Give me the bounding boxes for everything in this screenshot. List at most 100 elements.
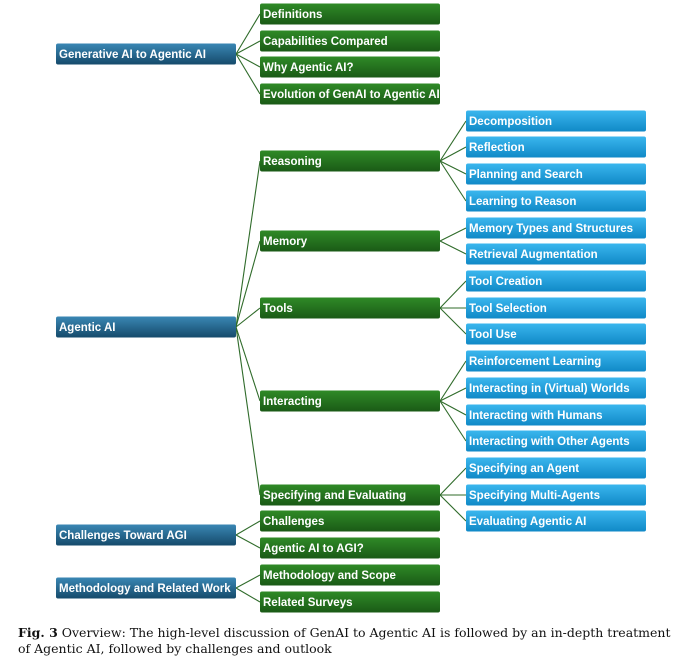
connector-line [439, 494, 467, 522]
level2-label: Tool Selection [469, 303, 547, 315]
connector-line [439, 160, 467, 202]
level1-label: Evolution of GenAI to Agentic AI [263, 89, 440, 101]
connector-line [439, 467, 467, 496]
connector-line [235, 574, 261, 589]
connector-line [235, 520, 261, 536]
level2-box [466, 377, 646, 399]
level2-label: Interacting in (Virtual) Worlds [469, 383, 630, 395]
level2-label: Specifying Multi-Agents [469, 490, 600, 502]
root-node-methodology-and-related-work: Methodology and Related Work [56, 577, 236, 599]
level1-node-interacting: Interacting [260, 390, 440, 412]
level1-node-why-agentic-ai: Why Agentic AI? [260, 56, 440, 78]
level2-label: Evaluating Agentic AI [469, 516, 586, 528]
level2-node-specifying-an-agent: Specifying an Agent [466, 457, 646, 479]
figure-caption: Fig. 3 Overview: The high-level discussi… [18, 625, 683, 657]
level1-box [260, 537, 440, 559]
connector-line [439, 400, 467, 442]
level2-node-interacting-with-humans: Interacting with Humans [466, 404, 646, 426]
root-label: Challenges Toward AGI [59, 530, 187, 542]
root-node-agentic-ai: Agentic AI [56, 316, 236, 338]
level2-box [466, 243, 646, 265]
level2-label: Tool Use [469, 329, 517, 341]
level1-label: Capabilities Compared [263, 36, 388, 48]
connector-line [439, 307, 467, 335]
level2-node-planning-and-search: Planning and Search [466, 163, 646, 185]
level2-box [466, 110, 646, 132]
level1-label: Interacting [263, 396, 322, 408]
level1-box [260, 30, 440, 52]
level2-box [466, 404, 646, 426]
connector-line [439, 146, 467, 162]
level2-node-tool-selection: Tool Selection [466, 297, 646, 319]
level2-label: Planning and Search [469, 169, 583, 181]
level1-label: Memory [263, 236, 308, 248]
level1-box [260, 390, 440, 412]
level1-box [260, 150, 440, 172]
level2-label: Learning to Reason [469, 196, 576, 208]
level2-node-reflection: Reflection [466, 136, 646, 158]
level1-box [260, 297, 440, 319]
level2-box [466, 217, 646, 239]
level2-box [466, 430, 646, 452]
level2-node-memory-types-and-structures: Memory Types and Structures [466, 217, 646, 239]
connector-line [439, 400, 467, 416]
connector-line [439, 240, 467, 255]
level2-node-interacting-in-virtual-worlds: Interacting in (Virtual) Worlds [466, 377, 646, 399]
level1-node-agentic-ai-to-agi: Agentic AI to AGI? [260, 537, 440, 559]
root-label: Methodology and Related Work [59, 583, 231, 595]
level1-box [260, 484, 440, 506]
root-box [56, 524, 236, 546]
connector-line [235, 240, 261, 328]
level2-node-decomposition: Decomposition [466, 110, 646, 132]
level1-node-memory: Memory [260, 230, 440, 252]
level1-label: Methodology and Scope [263, 570, 396, 582]
root-box [56, 316, 236, 338]
level2-box [466, 350, 646, 372]
level1-label: Related Surveys [263, 597, 353, 609]
level1-label: Specifying and Evaluating [263, 490, 406, 502]
level1-node-tools: Tools [260, 297, 440, 319]
figure-number: Fig. 3 [18, 625, 58, 640]
connector-line [235, 13, 261, 55]
level1-label: Tools [263, 303, 293, 315]
level2-box [466, 163, 646, 185]
level2-box [466, 136, 646, 158]
level1-node-capabilities-compared: Capabilities Compared [260, 30, 440, 52]
level2-label: Specifying an Agent [469, 463, 579, 475]
level2-label: Reinforcement Learning [469, 356, 601, 368]
level1-label: Why Agentic AI? [263, 62, 354, 74]
level2-box [466, 323, 646, 345]
level1-label: Challenges [263, 516, 324, 528]
level2-node-retrieval-augmentation: Retrieval Augmentation [466, 243, 646, 265]
root-box [56, 43, 236, 65]
connector-line [439, 120, 467, 162]
level1-box [260, 510, 440, 532]
level1-node-evolution-of-genai-to-agentic-ai: Evolution of GenAI to Agentic AI [260, 83, 440, 105]
level1-node-related-surveys: Related Surveys [260, 591, 440, 613]
connector-line [235, 326, 261, 402]
level1-label: Definitions [263, 9, 322, 21]
level2-node-tool-creation: Tool Creation [466, 270, 646, 292]
level2-box [466, 510, 646, 532]
connector-line [439, 160, 467, 175]
level1-node-reasoning: Reasoning [260, 150, 440, 172]
root-node-generative-ai-to-agentic-ai: Generative AI to Agentic AI [56, 43, 236, 65]
level2-box [466, 484, 646, 506]
level1-box [260, 591, 440, 613]
level2-node-evaluating-agentic-ai: Evaluating Agentic AI [466, 510, 646, 532]
level2-box [466, 190, 646, 212]
level2-label: Memory Types and Structures [469, 223, 633, 235]
level2-node-specifying-multi-agents: Specifying Multi-Agents [466, 484, 646, 506]
connector-line [235, 534, 261, 549]
connector-line [235, 326, 261, 496]
connector-line [439, 387, 467, 402]
level1-node-challenges: Challenges [260, 510, 440, 532]
level2-label: Interacting with Other Agents [469, 436, 630, 448]
connector-line [235, 587, 261, 603]
level2-label: Tool Creation [469, 276, 542, 288]
connector-lines [235, 13, 467, 603]
level2-node-interacting-with-other-agents: Interacting with Other Agents [466, 430, 646, 452]
root-node-challenges-toward-agi: Challenges Toward AGI [56, 524, 236, 546]
level2-label: Reflection [469, 142, 525, 154]
